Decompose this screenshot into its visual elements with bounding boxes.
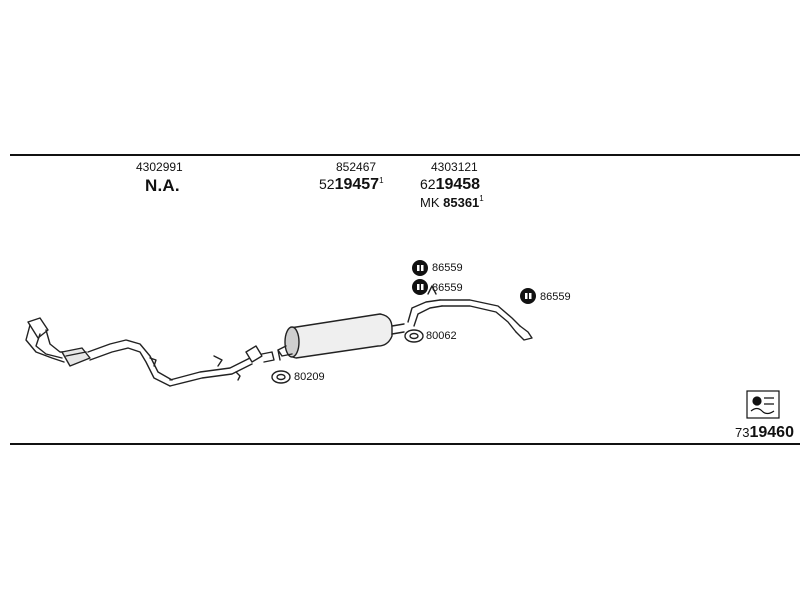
clamp-icon bbox=[412, 279, 428, 295]
clamp-icon bbox=[520, 288, 536, 304]
kit-box-icon bbox=[746, 390, 780, 419]
kit-number-main: 19460 bbox=[749, 424, 794, 441]
part-number-19457: 52194571 bbox=[319, 177, 384, 193]
part-number-main: 19458 bbox=[435, 176, 481, 193]
part-number-main: 19457 bbox=[334, 176, 380, 193]
clamp-number-c: 86559 bbox=[540, 291, 571, 303]
mounting-kit-number: MK 853611 bbox=[420, 194, 484, 210]
part-number-19458: 6219458 bbox=[420, 177, 480, 193]
center-muffler bbox=[277, 313, 405, 361]
clamp-number-b: 86559 bbox=[432, 282, 463, 294]
part-ref-4303121: 4303121 bbox=[431, 160, 478, 174]
gasket-icon bbox=[271, 370, 291, 384]
tail-pipe bbox=[407, 285, 533, 341]
mk-number: 85361 bbox=[443, 195, 480, 210]
gasket-number-front: 80209 bbox=[294, 371, 325, 383]
clamp-number-a: 86559 bbox=[432, 262, 463, 274]
gasket-number-muffler: 80062 bbox=[426, 330, 457, 342]
mk-sup: 1 bbox=[479, 194, 484, 203]
part-ref-852467: 852467 bbox=[336, 160, 377, 174]
part-number-sup: 1 bbox=[379, 176, 384, 185]
not-available-label: N.A. bbox=[145, 176, 180, 195]
mk-label: MK bbox=[420, 195, 440, 210]
part-number-prefix: 62 bbox=[420, 176, 436, 192]
clamp-icon bbox=[412, 260, 428, 276]
front-pipe bbox=[25, 317, 275, 387]
top-divider bbox=[10, 154, 800, 156]
part-ref-4302991: 4302991 bbox=[136, 160, 183, 174]
part-number-prefix: 52 bbox=[319, 176, 335, 192]
gasket-icon bbox=[404, 329, 424, 343]
kit-number-prefix: 73 bbox=[735, 425, 750, 440]
bottom-divider bbox=[10, 443, 800, 445]
kit-part-number: 7319460 bbox=[735, 425, 794, 441]
